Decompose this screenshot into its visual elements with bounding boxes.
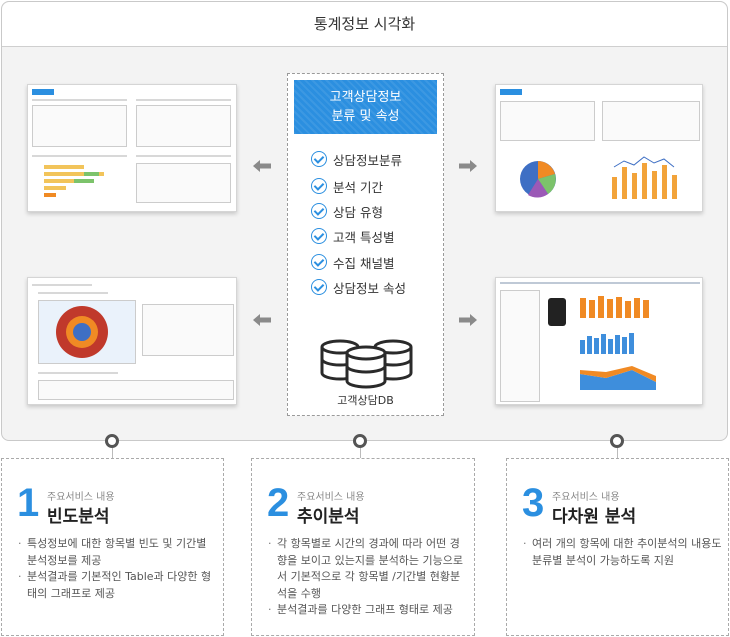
check-circle-icon bbox=[311, 203, 327, 219]
bullet-item: 각 항목별로 시간의 경과에 따라 어떤 경향을 보이고 있는지를 분석하는 기… bbox=[268, 536, 468, 602]
check-circle-icon bbox=[311, 228, 327, 244]
card-title: 추이분석 bbox=[297, 507, 360, 527]
check-circle-icon bbox=[311, 151, 327, 167]
card-bullets: 각 항목별로 시간의 경과에 따라 어떤 경향을 보이고 있는지를 분석하는 기… bbox=[268, 536, 468, 619]
check-circle-icon bbox=[311, 178, 327, 194]
card-number: 3 bbox=[522, 481, 545, 525]
card-number: 2 bbox=[267, 481, 290, 525]
arrow-right-icon bbox=[459, 160, 477, 172]
screenshot-multidimensional-dashboard bbox=[495, 277, 703, 405]
feature-item: 상담정보 속성 bbox=[311, 276, 406, 298]
bullet-item: 여러 개의 항목에 대한 추이분석의 내용도 분류별 분석이 가능하도록 지원 bbox=[523, 536, 723, 569]
connector-node bbox=[105, 434, 119, 448]
arrow-left-icon bbox=[253, 314, 271, 326]
database-label: 고객상담DB bbox=[337, 394, 394, 407]
feature-item: 수집 채널별 bbox=[311, 251, 394, 273]
heading-line-2: 분류 및 속성 bbox=[331, 109, 400, 124]
bullet-item: 분석결과를 기본적인 Table과 다양한 형태의 그래프로 제공 bbox=[18, 569, 218, 602]
feature-item: 상담 유형 bbox=[311, 200, 383, 222]
connector-node bbox=[353, 434, 367, 448]
card-title: 빈도분석 bbox=[47, 507, 110, 527]
connector-node bbox=[610, 434, 624, 448]
screenshot-frequency-table bbox=[27, 84, 237, 212]
service-card-frequency: 1 주요서비스 내용 빈도분석 특성정보에 대한 항목별 빈도 및 기간별 분석… bbox=[1, 458, 224, 636]
classification-panel: 고객상담정보 분류 및 속성 상담정보분류 분석 기간 상담 유형 고객 특성별… bbox=[287, 73, 444, 416]
feature-item: 고객 특성별 bbox=[311, 225, 394, 247]
bullet-item: 특성정보에 대한 항목별 빈도 및 기간별 분석정보를 제공 bbox=[18, 536, 218, 569]
card-subtitle: 주요서비스 내용 bbox=[552, 492, 620, 503]
feature-item: 분석 기간 bbox=[311, 175, 383, 197]
card-title: 다차원 분석 bbox=[552, 507, 637, 527]
card-bullets: 여러 개의 항목에 대한 추이분석의 내용도 분류별 분석이 가능하도록 지원 bbox=[523, 536, 723, 569]
check-circle-icon bbox=[311, 254, 327, 270]
feature-label: 상담 유형 bbox=[333, 204, 383, 220]
service-card-trend: 2 주요서비스 내용 추이분석 각 항목별로 시간의 경과에 따라 어떤 경향을… bbox=[251, 458, 475, 636]
screenshot-pie-analysis bbox=[27, 277, 237, 405]
heading-line-1: 고객상담정보 bbox=[329, 90, 402, 105]
page-title: 통계정보 시각화 bbox=[2, 2, 727, 47]
arrow-left-icon bbox=[253, 160, 271, 172]
card-subtitle: 주요서비스 내용 bbox=[47, 492, 115, 503]
feature-item: 상담정보분류 bbox=[311, 148, 402, 170]
feature-label: 수집 채널별 bbox=[333, 255, 395, 271]
database-icon bbox=[320, 339, 413, 389]
screenshot-trend-charts bbox=[495, 84, 703, 212]
card-bullets: 특성정보에 대한 항목별 빈도 및 기간별 분석정보를 제공 분석결과를 기본적… bbox=[18, 536, 218, 602]
feature-label: 고객 특성별 bbox=[333, 229, 395, 245]
feature-label: 분석 기간 bbox=[333, 179, 383, 195]
feature-label: 상담정보 속성 bbox=[333, 280, 406, 296]
classification-heading: 고객상담정보 분류 및 속성 bbox=[294, 80, 437, 134]
feature-label: 상담정보분류 bbox=[333, 152, 403, 168]
card-subtitle: 주요서비스 내용 bbox=[297, 492, 365, 503]
check-circle-icon bbox=[311, 279, 327, 295]
card-number: 1 bbox=[17, 481, 40, 525]
service-card-multidimensional: 3 주요서비스 내용 다차원 분석 여러 개의 항목에 대한 추이분석의 내용도… bbox=[506, 458, 729, 636]
bullet-item: 분석결과를 다양한 그래프 형태로 제공 bbox=[268, 602, 468, 619]
arrow-right-icon bbox=[459, 314, 477, 326]
